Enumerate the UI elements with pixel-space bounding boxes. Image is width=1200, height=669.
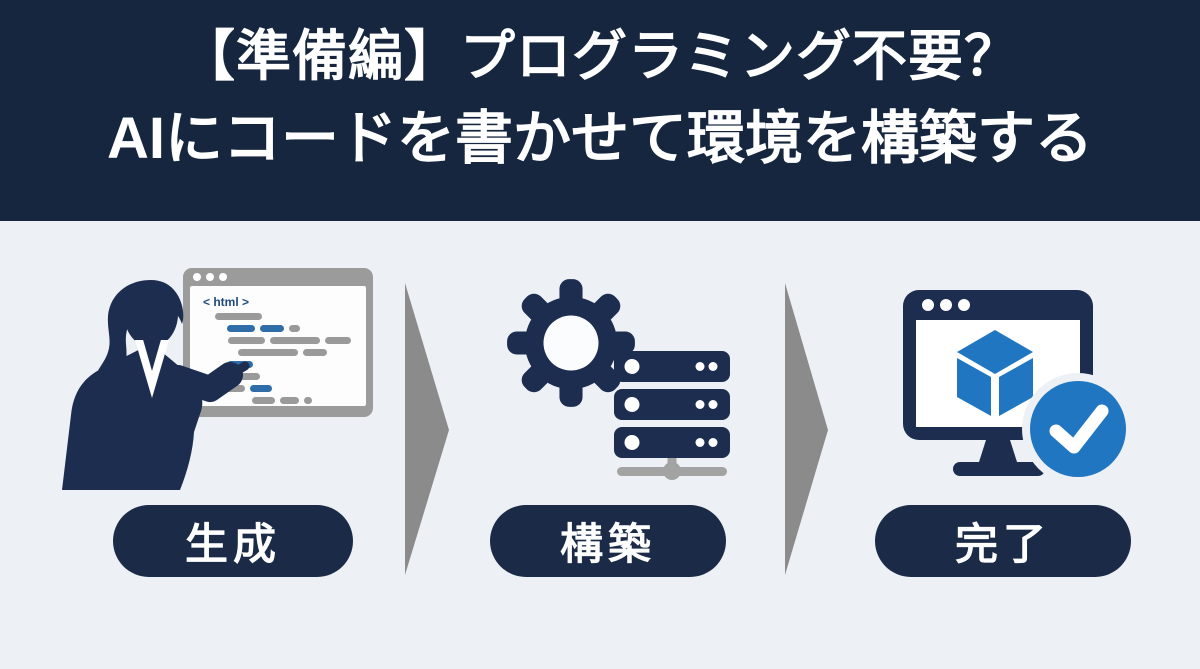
- code-bar: [215, 313, 262, 320]
- code-bar: [228, 337, 265, 344]
- header-banner: 【準備編】プログラミング不要？ AIにコードを書かせて環境を構築する: [0, 0, 1200, 221]
- code-line: [227, 325, 366, 332]
- code-bar: [303, 349, 327, 356]
- check-icon: [1030, 381, 1126, 477]
- code-bar: [280, 397, 299, 404]
- code-bar: [250, 385, 272, 392]
- code-bar: [325, 337, 351, 344]
- window-dot-icon: [219, 273, 227, 281]
- step-label-pill-complete: 完了: [875, 505, 1131, 577]
- code-bar: [304, 397, 312, 404]
- step-label: 生成: [185, 521, 281, 569]
- arrow-right-icon: [785, 283, 828, 575]
- step-label: 完了: [955, 521, 1051, 569]
- arrow-right-icon: [405, 283, 449, 575]
- code-line: [228, 337, 366, 344]
- step-label: 構築: [560, 521, 656, 569]
- code-bar: [252, 397, 275, 404]
- html-tag: < html >: [203, 295, 250, 309]
- title-line-1: 【準備編】プログラミング不要？: [179, 25, 1020, 87]
- cube-icon: [957, 330, 1033, 416]
- code-line: [252, 397, 366, 404]
- code-bar: [270, 337, 320, 344]
- server-icon: [614, 351, 730, 480]
- code-bar: [289, 325, 300, 332]
- code-bar: [238, 349, 298, 356]
- code-line: [238, 349, 366, 356]
- gear-icon: [507, 279, 635, 407]
- window-dot-icon: [193, 273, 201, 281]
- step-label-pill-build: 構築: [490, 505, 726, 577]
- window-dot-icon: [206, 273, 214, 281]
- step-label-pill-generate: 生成: [113, 505, 353, 577]
- code-bar: [260, 325, 284, 332]
- code-bar: [227, 325, 255, 332]
- code-line: [215, 313, 366, 320]
- title-line-2: AIにコードを書かせて環境を構築する: [106, 105, 1093, 171]
- window-dots: [193, 273, 227, 281]
- presenter-silhouette-icon: [62, 280, 250, 490]
